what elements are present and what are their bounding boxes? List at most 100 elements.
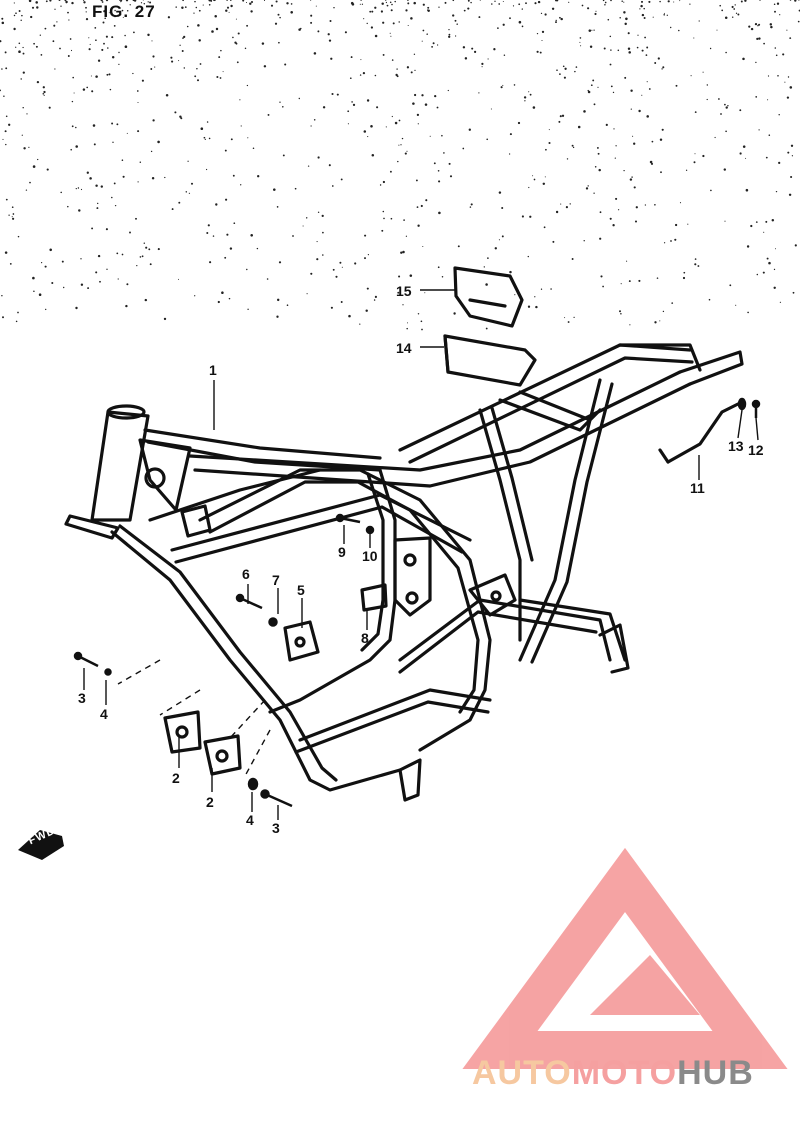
speckle — [770, 25, 773, 29]
speckle — [498, 239, 500, 241]
speckle — [791, 155, 794, 157]
speckle — [609, 63, 612, 66]
speckle — [18, 10, 21, 12]
speckle — [640, 4, 643, 8]
speckle — [462, 147, 465, 150]
speckle — [413, 1, 416, 5]
speckle — [566, 158, 569, 160]
speckle — [22, 71, 25, 74]
speckle — [416, 113, 420, 117]
speckle — [481, 66, 483, 68]
speckle — [226, 6, 230, 9]
speckle — [415, 179, 418, 182]
speckle — [88, 37, 90, 39]
speckle — [374, 74, 377, 77]
speckle — [103, 42, 105, 45]
speckle — [536, 50, 539, 53]
speckle — [381, 2, 384, 5]
speckle — [0, 89, 1, 92]
speckle — [427, 9, 430, 12]
speckle — [744, 0, 747, 2]
speckle — [107, 47, 109, 49]
speckle — [144, 298, 148, 302]
speckle — [731, 16, 734, 18]
speckle — [330, 57, 333, 60]
speckle — [347, 110, 350, 113]
speckle — [366, 99, 370, 102]
speckle — [597, 152, 600, 155]
speckle — [735, 12, 738, 14]
speckle — [182, 37, 184, 39]
speckle — [623, 11, 626, 14]
speckle — [218, 56, 221, 59]
speckle — [141, 79, 144, 82]
speckle — [767, 75, 770, 77]
speckle — [661, 128, 664, 131]
speckle — [527, 255, 529, 258]
speckle — [558, 120, 561, 123]
speckle — [627, 47, 631, 51]
speckle — [763, 42, 765, 45]
speckle — [541, 39, 543, 42]
speckle — [457, 245, 460, 248]
speckle — [528, 186, 530, 189]
speckle — [593, 29, 595, 31]
speckle — [118, 63, 120, 66]
speckle — [405, 9, 408, 12]
speckle — [714, 136, 716, 139]
speckle — [562, 65, 565, 68]
speckle — [390, 35, 392, 37]
speckle — [580, 45, 582, 47]
speckle — [0, 40, 2, 43]
speckle — [359, 323, 361, 325]
speckle — [336, 93, 339, 96]
speckle — [487, 257, 489, 259]
speckle — [339, 261, 342, 264]
speckle — [105, 35, 108, 38]
speckle — [550, 288, 552, 290]
speckle — [517, 121, 521, 125]
speckle — [654, 203, 656, 206]
speckle — [509, 133, 512, 136]
speckle — [607, 18, 610, 21]
speckle — [402, 304, 404, 306]
speckle — [542, 182, 546, 186]
speckle — [92, 124, 96, 127]
speckle — [143, 242, 146, 244]
speckle — [497, 27, 499, 29]
speckle — [436, 106, 439, 109]
speckle — [71, 1, 74, 5]
speckle — [109, 88, 112, 91]
speckle — [371, 153, 375, 157]
speckle — [75, 306, 78, 310]
watermark-auto: AUTO — [472, 1054, 572, 1092]
speckle — [438, 211, 441, 215]
speckle — [673, 1, 675, 3]
speckle — [219, 77, 222, 79]
speckle — [117, 14, 120, 17]
speckle — [8, 214, 10, 216]
speckle — [347, 123, 349, 125]
speckle — [89, 43, 91, 45]
speckle — [573, 316, 575, 319]
speckle — [78, 209, 81, 212]
speckle — [641, 49, 644, 52]
speckle — [198, 9, 201, 12]
callout-part-14: 14 — [396, 340, 412, 356]
speckle — [341, 266, 343, 268]
speckle — [643, 7, 645, 10]
speckle — [1, 21, 5, 25]
speckle — [137, 181, 139, 183]
speckle — [773, 3, 776, 6]
speckle — [197, 24, 200, 27]
speckle — [94, 27, 97, 29]
speckle — [552, 240, 555, 243]
speckle — [433, 162, 436, 165]
speckle — [416, 206, 419, 209]
speckle — [150, 68, 153, 70]
speckle — [99, 280, 101, 283]
speckle — [525, 2, 527, 5]
speckle — [29, 181, 31, 184]
speckle — [767, 99, 769, 101]
speckle — [381, 229, 384, 232]
